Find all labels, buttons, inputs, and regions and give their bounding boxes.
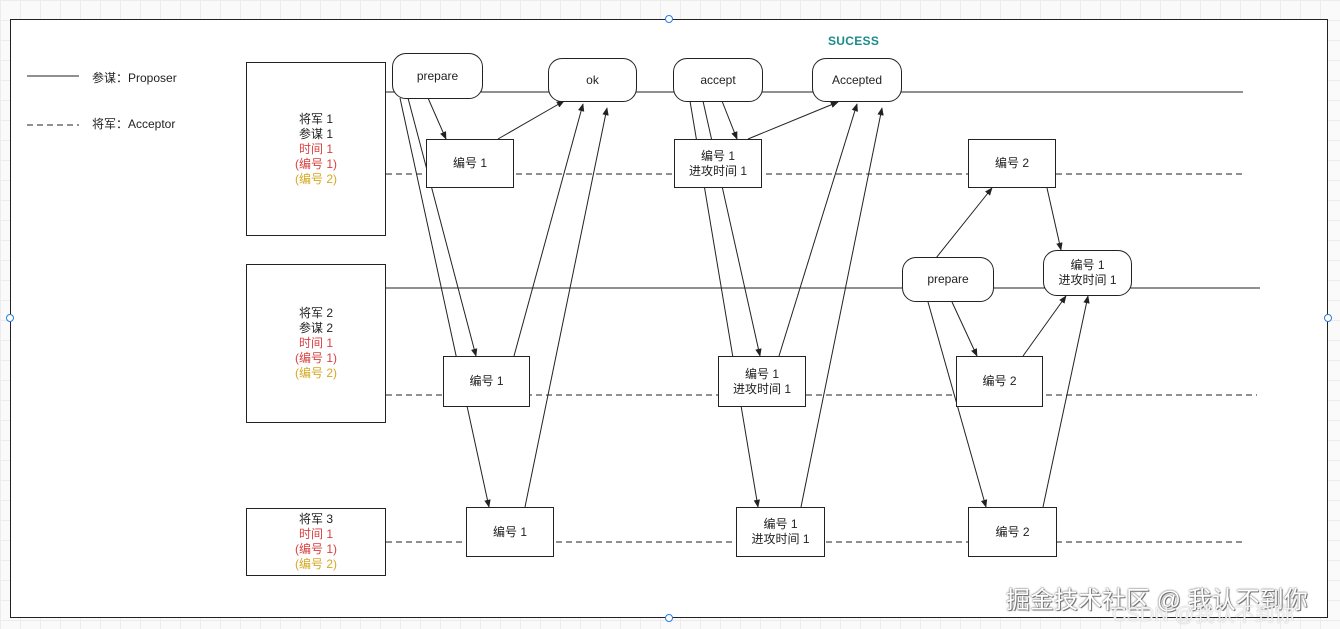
prepare2-box-g3[interactable]: 编号 2 [968, 507, 1057, 557]
result-line-1: 编号 1 [1070, 258, 1105, 272]
arrow-accepted-g1 [747, 101, 839, 140]
general-2-line-3: 时间 1 [298, 336, 333, 350]
arrow-prepare-g3 [399, 97, 491, 508]
arrow-prepare-g2 [407, 97, 478, 357]
prepare-message[interactable]: prepare [392, 53, 483, 99]
legend-proposer-label: 参谋：Proposer [92, 71, 177, 85]
general-1-line-2: 参谋 1 [298, 126, 333, 141]
accept-g2-line-1: 编号 1 [744, 366, 779, 381]
arrow-reply2-g1 [1046, 187, 1063, 251]
general-2-line-2: 参谋 2 [298, 321, 333, 335]
watermark-sub: CSDN @我认不到你 [1112, 604, 1295, 626]
accept-g1-line-2: 进攻时间 1 [688, 163, 747, 178]
general-2-line-1: 将军 2 [298, 306, 333, 320]
arrow-prepare-g1 [427, 97, 447, 140]
general-1-line-5: (编号 2) [294, 171, 337, 186]
resize-handle-left[interactable] [6, 314, 14, 322]
legend-acceptor-label: 将军：Acceptor [92, 117, 176, 131]
general-2-line-4: (编号 1) [294, 351, 337, 365]
arrow-promise-g1 [497, 100, 565, 140]
accept-message[interactable]: accept [673, 58, 763, 102]
prepare2-box-g1[interactable]: 编号 2 [968, 139, 1056, 188]
promise-box-g1[interactable]: 编号 1 [426, 139, 514, 188]
prepare-2-message[interactable]: prepare [902, 257, 994, 302]
general-1-box[interactable]: 将军 1 参谋 1 时间 1 (编号 1) (编号 2) [246, 62, 386, 236]
result-line-2: 进攻时间 1 [1058, 273, 1117, 287]
general-3-line-4: (编号 2) [294, 557, 337, 571]
success-label: SUCESS [828, 34, 880, 48]
general-2-line-5: (编号 2) [294, 366, 337, 380]
prepare2-box-g2[interactable]: 编号 2 [956, 356, 1043, 407]
promise-box-g3[interactable]: 编号 1 [466, 507, 554, 557]
arrow-reply2-g3 [1042, 295, 1090, 508]
general-3-box[interactable]: 将军 3 时间 1 (编号 1) (编号 2) [246, 508, 386, 576]
arrow-reply2-g2 [1022, 295, 1067, 357]
resize-handle-top[interactable] [665, 15, 673, 23]
resize-handle-right[interactable] [1324, 314, 1332, 322]
general-3-line-3: (编号 1) [294, 542, 337, 556]
accept-box-g1[interactable]: 编号 1 进攻时间 1 [674, 139, 762, 188]
general-1-line-3: 时间 1 [298, 141, 333, 156]
accept-box-g2[interactable]: 编号 1 进攻时间 1 [718, 356, 806, 407]
arrow-accepted-g2 [778, 103, 858, 357]
general-1-line-4: (编号 1) [294, 156, 337, 171]
accept-g2-line-2: 进攻时间 1 [732, 381, 791, 396]
arrow-accept-g1 [721, 100, 738, 140]
arrow-promise-g3 [524, 107, 609, 508]
general-3-line-1: 将军 3 [298, 512, 333, 526]
arrow-promise-g2 [513, 103, 585, 357]
accept-g1-line-1: 编号 1 [700, 148, 735, 163]
arrow-prepare2-g2 [951, 301, 978, 357]
resize-handle-bottom[interactable] [665, 614, 673, 622]
arrow-prepare2-g1 [935, 187, 993, 259]
arrow-accepted-g3 [800, 107, 884, 508]
general-1-line-1: 将军 1 [298, 111, 333, 126]
watermark: 掘金技术社区 @ 我认不到你 [1006, 587, 1308, 614]
general-3-line-2: 时间 1 [298, 527, 333, 541]
result-box-g2[interactable]: 编号 1 进攻时间 1 [1043, 250, 1132, 296]
promise-box-g2[interactable]: 编号 1 [443, 356, 530, 407]
accept-g3-line-2: 进攻时间 1 [751, 532, 810, 546]
accept-g3-line-1: 编号 1 [763, 517, 798, 531]
ok-message[interactable]: ok [548, 58, 637, 102]
accepted-message[interactable]: Accepted [812, 58, 902, 102]
accept-box-g3[interactable]: 编号 1 进攻时间 1 [736, 507, 825, 557]
general-2-box[interactable]: 将军 2 参谋 2 时间 1 (编号 1) (编号 2) [246, 264, 386, 423]
diagram-frame [10, 19, 1328, 618]
